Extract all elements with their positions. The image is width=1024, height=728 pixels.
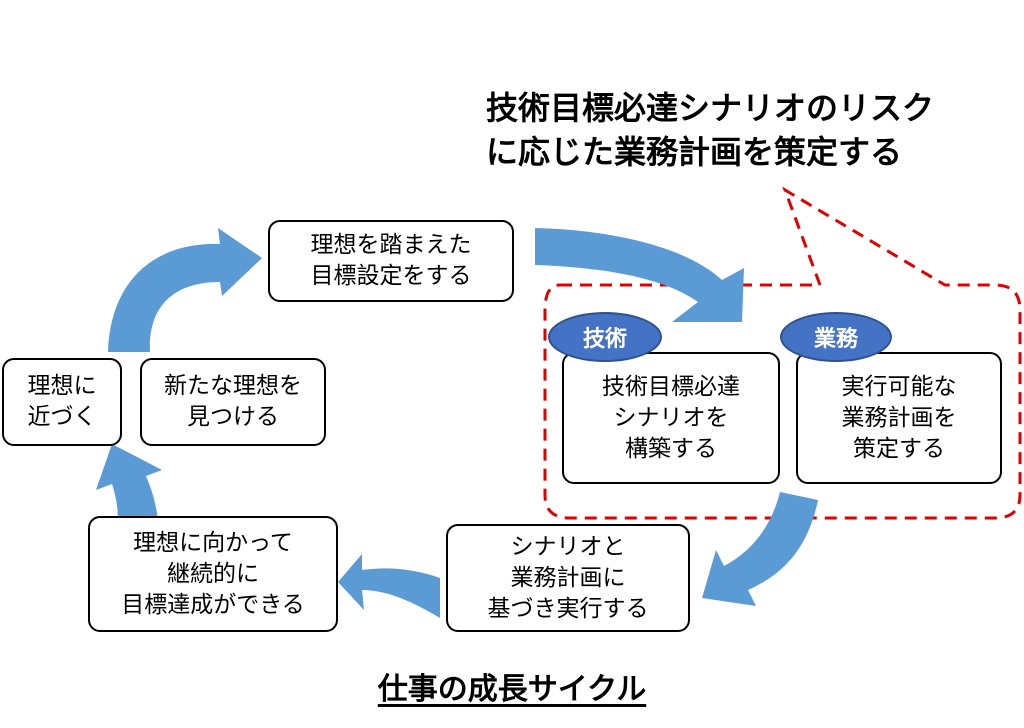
curved-arrow-up [96, 444, 162, 522]
footer-title: 仕事の成長サイクル [377, 672, 647, 707]
box-goal-setting: 理想を踏まえた 目標設定をする [268, 220, 514, 302]
tech-label-badge: 技術 [548, 312, 662, 362]
box-tech-scenario: 技術目標必達 シナリオを 構築する [562, 352, 780, 484]
curved-arrow-up-right [108, 228, 262, 352]
curved-arrow-down-left [702, 492, 818, 606]
box-business-plan: 実行可能な 業務計画を 策定する [796, 352, 1002, 484]
business-label-badge: 業務 [780, 312, 892, 362]
curved-arrow-right-down [535, 228, 744, 322]
box-execute: シナリオと 業務計画に 基づき実行する [446, 524, 690, 632]
box-continuous-achieve: 理想に向かって 継続的に 目標達成ができる [88, 516, 338, 632]
box-approach-ideal: 理想に 近づく [2, 358, 122, 446]
footer-title-wrapper: 仕事の成長サイクル [0, 664, 1024, 708]
curved-arrow-left [338, 554, 440, 618]
box-find-new-ideal: 新たな理想を 見つける [140, 358, 326, 446]
callout-text: 技術目標必達シナリオのリスク に応じた業務計画を策定する [486, 89, 935, 171]
